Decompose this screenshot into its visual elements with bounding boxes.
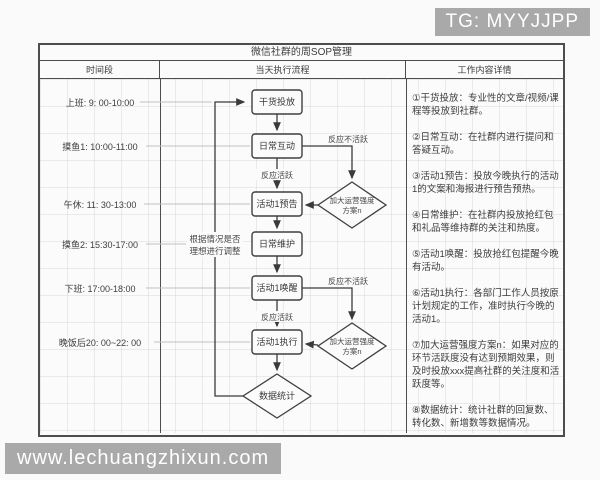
- flow-node-data-stats: 数据统计: [241, 373, 313, 419]
- sop-table: 微信社群的周SOP管理 时间段 当天执行流程 工作内容详情 上班: 9: 00-…: [38, 43, 565, 437]
- time-slot-offwork: 下班: 17:00-18:00: [64, 284, 136, 294]
- detail-item-1: ①干货投放：专业性的文章/视频/课程等投放到社群。: [412, 93, 559, 117]
- boost-diamond-2-line1: 加大运营强度: [330, 336, 375, 346]
- flow-node-daily-maintenance: 日常维护: [251, 231, 303, 257]
- flow-node-activity-preview-label: 活动1预告: [256, 198, 297, 209]
- boost-diamond-2: [316, 322, 388, 370]
- flow-node-daily-maintenance-label: 日常维护: [259, 238, 295, 249]
- edge-label-inactive-2: 反应不活跃: [328, 276, 368, 286]
- header-flow: 当天执行流程: [160, 61, 406, 78]
- telegram-watermark: TG: MYYJJPP: [434, 8, 590, 36]
- feedback-label-line1: 根据情况是否: [189, 234, 241, 244]
- time-slot-morning: 上班: 9: 00-10:00: [65, 98, 135, 108]
- feedback-loop-connector: [214, 98, 246, 397]
- detail-item-4: ④日常维护：在社群内投放抢红包和礼品等维持群的关注和热度。: [412, 210, 554, 234]
- flow-node-activity-wakeup-label: 活动1唤醒: [256, 282, 297, 293]
- detail-item-5: ⑤活动1唤醒：投放抢红包提醒今晚有活动。: [412, 249, 559, 273]
- edge-label-active-2: 反应活跃: [261, 312, 293, 322]
- boost-diamond-2-line2: 方案n: [342, 346, 361, 356]
- flow-node-content-drop-label: 干货投放: [259, 96, 295, 107]
- detail-item-8: ⑧数据统计：统计社群的回复数、转化数、新增数等数据情况。: [412, 405, 554, 429]
- time-slot-evening: 晚饭后20: 00~22: 00: [58, 338, 142, 348]
- detail-item-2: ②日常互动：在社群内进行提问和答疑互动。: [412, 132, 554, 156]
- table-body: 上班: 9: 00-10:00 摸鱼1: 10:00-11:00 午休: 11:…: [40, 79, 563, 433]
- work-details-list: ①干货投放：专业性的文章/视频/课程等投放到社群。 ②日常互动：在社群内进行提问…: [412, 92, 562, 430]
- column-divider-1: [160, 79, 161, 433]
- boost-diamond-1: [316, 181, 388, 229]
- branch-inactive-1-connector: [302, 145, 356, 180]
- detail-item-6: ⑥活动1执行：各部门工作人员按原计划规定的工作，准时执行今晚的活动1。: [412, 288, 559, 325]
- flow-node-daily-interaction: 日常互动: [251, 133, 303, 159]
- detail-item-7: ⑦加大运营强度方案n：如果对应的环节活跃度没有达到预期效果，则及时投放xxx提高…: [412, 340, 560, 390]
- feedback-label-bg: [187, 232, 243, 257]
- header-time: 时间段: [40, 61, 160, 78]
- flow-node-data-stats-label: 数据统计: [259, 390, 295, 401]
- flow-node-activity-execute-label: 活动1执行: [256, 336, 297, 347]
- active-label-1-bg: [256, 169, 298, 180]
- active-label-2-bg: [256, 311, 298, 322]
- flow-node-activity-preview: 活动1预告: [251, 191, 303, 217]
- boost-2-return-connector: [304, 340, 319, 349]
- feedback-label-line2: 理想进行调整: [189, 246, 241, 256]
- flow-node-activity-wakeup: 活动1唤醒: [251, 275, 303, 301]
- detail-item-3: ③活动1预告：投放今晚执行的活动1的文案和海报进行预告预热。: [412, 171, 559, 195]
- branch-inactive-2-connector: [302, 287, 356, 321]
- boost-diamond-1-line2: 方案n: [342, 205, 361, 215]
- flow-node-activity-execute: 活动1执行: [251, 329, 303, 355]
- edge-label-active-1: 反应活跃: [261, 170, 293, 180]
- flow-node-content-drop: 干货投放: [251, 89, 303, 115]
- boost-diamond-1-line1: 加大运营强度: [330, 195, 375, 205]
- flow-node-daily-interaction-label: 日常互动: [259, 140, 295, 151]
- column-divider-2: [406, 79, 407, 433]
- edge-label-inactive-1: 反应不活跃: [328, 134, 368, 144]
- time-slot-lunch: 午休: 11: 30-13:00: [63, 200, 137, 210]
- time-slot-slack2: 摸鱼2: 15:30-17:00: [61, 240, 139, 250]
- table-title: 微信社群的周SOP管理: [40, 45, 563, 61]
- header-details: 工作内容详情: [457, 65, 512, 75]
- time-slot-slack1: 摸鱼1: 10:00-11:00: [62, 142, 138, 152]
- table-header-row: 时间段 当天执行流程 工作内容详情: [40, 61, 563, 79]
- website-watermark: www.lechuangzhixun.com: [5, 443, 282, 474]
